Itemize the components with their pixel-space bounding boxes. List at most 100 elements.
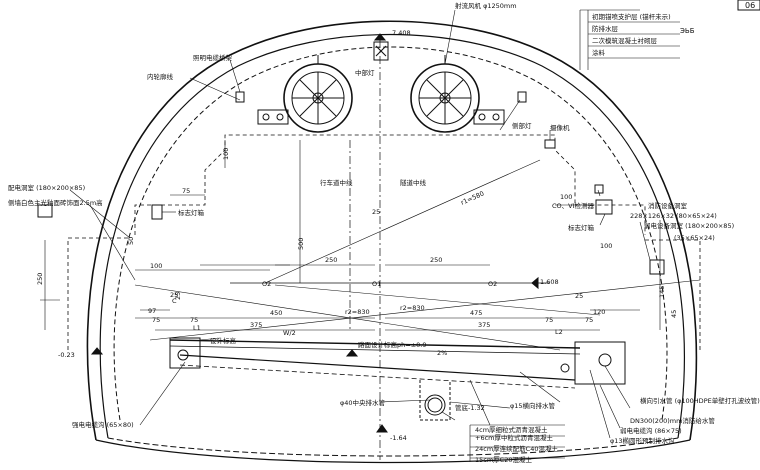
weak-cabinet-label: 弱电设备洞室 (180×200×85)	[644, 221, 734, 230]
pavement-bottom	[169, 345, 581, 355]
o2-right-label: O2	[488, 280, 497, 288]
side-drain-label: φ15横向排水管	[510, 401, 556, 410]
radius-r1-label: r1=580	[460, 189, 486, 206]
elev-left-label: -0.23	[58, 351, 75, 359]
elev-marker-left	[90, 347, 104, 355]
right-small-pipe	[560, 363, 570, 373]
dimension-lines	[40, 140, 661, 331]
fan-height-label: 7.408	[392, 29, 411, 37]
dim-100a: 100	[222, 148, 230, 160]
inner-lining-line	[99, 33, 686, 439]
stamp-text: ЭЬБ	[680, 27, 695, 35]
pavement-layer-4: 15cm厚C20混凝土	[475, 455, 532, 464]
distribution-cabinet-label: 配电洞室 (180×200×85)	[8, 183, 85, 192]
lighting-bracket-label: 照明电缆桥架	[193, 53, 233, 62]
dim-75d: 75	[545, 316, 553, 324]
dim-100d: 100	[600, 242, 612, 250]
right-drain-pipe	[598, 353, 612, 367]
jet-fan-left	[283, 63, 353, 133]
fire-cabinet-size-label: 228×126×32 (80×65×24)	[630, 212, 717, 220]
leader-lines	[69, 9, 651, 439]
elev-marker-top	[373, 33, 387, 41]
equipment	[37, 33, 665, 433]
l1-label: L1	[193, 324, 201, 332]
tunnel-center-label: 隧道中线	[400, 178, 427, 187]
dim-25v: 25	[174, 292, 182, 300]
cable-trench-label: 弱电电缆沟 (86×75)	[620, 426, 682, 435]
dim-75e: 75	[585, 316, 593, 324]
lining-layer-3: 二次模筑混凝土衬砌层	[592, 36, 658, 45]
lining-layer-4: 涂料	[592, 48, 606, 57]
co-detector-label: CO、VI检测器	[552, 201, 595, 210]
radius-line-r4	[274, 284, 601, 316]
dim-375b: 375	[478, 321, 490, 329]
pavement-top	[169, 339, 581, 349]
lining-layer-1: 初期锚喷支护层 (锚杆未示)	[592, 12, 671, 21]
dim-75a: 75	[182, 187, 190, 195]
left-lamp-icon	[235, 91, 245, 103]
dim-75c: 75	[190, 316, 198, 324]
rail-line-label: 内轮廓线	[147, 72, 174, 81]
dim-250b: 250	[430, 256, 442, 264]
dim-450: 450	[270, 309, 282, 317]
fire-cabinet-label: 消防设备洞室	[648, 201, 688, 210]
right-sign-lamp-icon	[595, 199, 613, 215]
elev-marker-center	[345, 349, 359, 357]
sign-lamp-right-label: 标志灯箱	[568, 223, 595, 232]
dim-97: 97	[148, 307, 156, 315]
o1-label: O1	[372, 280, 381, 288]
dim-45: 45	[670, 310, 678, 318]
jet-fans	[283, 55, 480, 133]
left-cable-trench	[169, 337, 201, 369]
radius-line-r1	[264, 159, 541, 284]
longitudinal-drain-label: 横向引水管 (φ100HDPE单壁打孔波纹管)	[640, 396, 760, 405]
center-drain-pipe-inner	[427, 397, 443, 413]
left-sign-lamp-icon	[151, 204, 163, 220]
pavement-layer-1: 4cm厚细粒式沥青混凝土	[475, 425, 548, 434]
right-lamp-box	[473, 109, 505, 125]
right-lamp-icon	[517, 91, 527, 103]
dim-500: 500	[297, 238, 305, 250]
outer-lining-line	[86, 20, 698, 441]
fire-pipe-label: DN300(200)mm消防给水管	[630, 416, 715, 425]
lining-layer-2: 防排水层	[592, 24, 619, 33]
page-corner-tab: 06	[737, 0, 760, 11]
dim-100c: 100	[560, 193, 572, 201]
l2-label: L2	[555, 328, 563, 336]
dim-250v: 250	[36, 273, 44, 285]
round-ditch-label: φ13椭圆形预制排水沟	[610, 436, 675, 445]
side-wall-paint-label: 侧墙白色主光釉面砖饰面2.5m高	[8, 198, 103, 207]
left-lamp-box	[257, 109, 289, 125]
dim-145: 145	[658, 286, 666, 298]
dim-25c: 25	[575, 292, 583, 300]
dim-75b: 75	[152, 316, 160, 324]
co-detector-icon	[594, 184, 604, 194]
dim-25b: 25	[170, 291, 178, 299]
lining-layer-box	[587, 10, 680, 70]
slope-label: 2%	[437, 349, 447, 357]
camera-label: 摄像机	[550, 123, 570, 132]
pavement-elev-label: 路面设计标高ph=±0.9	[358, 340, 426, 349]
dim-25a: 25	[372, 208, 380, 216]
elev-right-label: 1.608	[540, 278, 559, 286]
center-drain-label: φ40中央排水管	[340, 398, 386, 407]
clearance-polyline	[134, 134, 646, 235]
center-lamp-label: 中部灯	[355, 68, 375, 77]
clearance-line	[113, 46, 668, 421]
fire-cabinet-icon	[649, 259, 665, 275]
center-lamp-icon	[373, 41, 389, 61]
left-clearance-dashed	[67, 237, 130, 350]
dim-120: 120	[593, 308, 605, 316]
elev-marker-right	[531, 276, 539, 290]
dim-250a: 250	[325, 256, 337, 264]
fan-label: 射流风机 φ1250mm	[455, 1, 517, 10]
w2-label: W/2	[283, 329, 296, 337]
c-label: C	[172, 297, 177, 305]
strong-cable-label: 强电电缆沟 (65×80)	[72, 420, 134, 429]
dim-50: 50	[127, 237, 135, 245]
tunnel-lining	[86, 20, 698, 464]
left-drain-pipe	[177, 349, 189, 361]
page-number: 06	[745, 1, 755, 10]
